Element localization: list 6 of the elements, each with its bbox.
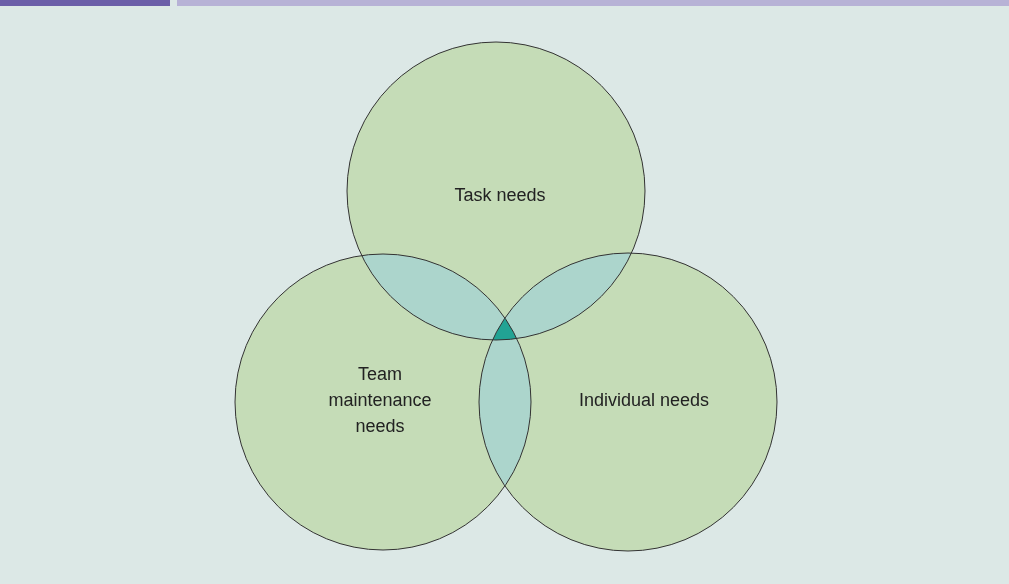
circle-label: Individual needs bbox=[577, 389, 711, 412]
circle-label: Team maintenance needs bbox=[327, 363, 433, 438]
venn-circle bbox=[347, 42, 645, 340]
venn-circle bbox=[479, 253, 777, 551]
circle-label: Task needs bbox=[453, 184, 547, 207]
venn-circle bbox=[235, 254, 531, 550]
